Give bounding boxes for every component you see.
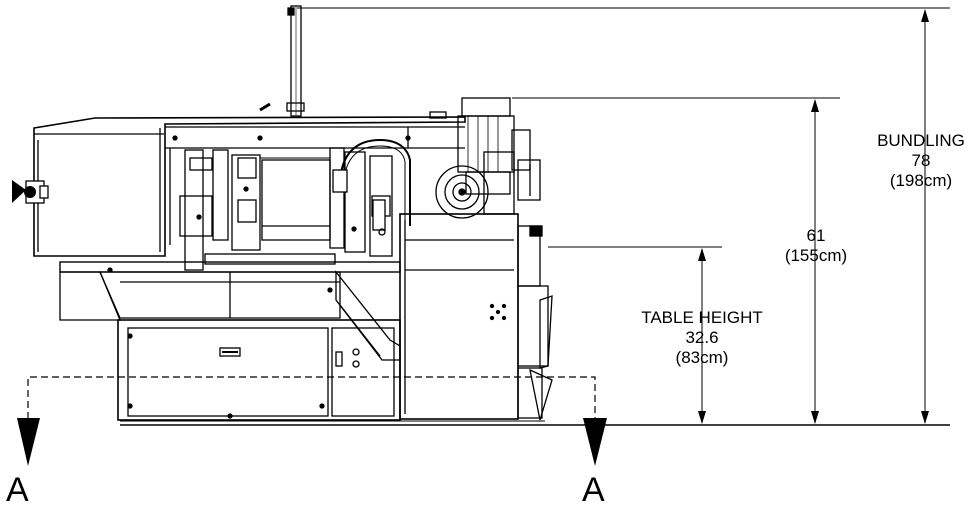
bundling-label: BUNDLING xyxy=(877,131,965,150)
overall-height-metric: (155cm) xyxy=(784,246,848,265)
overall-height-value: 61 xyxy=(806,226,826,245)
tension-handle xyxy=(12,180,49,204)
bundling-value: 78 xyxy=(911,151,931,170)
bundling-post xyxy=(286,5,305,117)
bundling-metric: (198cm) xyxy=(889,171,953,190)
table-height-dimension xyxy=(548,246,722,424)
blade-guide-assembly xyxy=(179,147,393,271)
cable-loop xyxy=(332,138,411,236)
section-marker-right: A xyxy=(582,471,605,509)
table-height-label: TABLE HEIGHT xyxy=(641,308,763,327)
gearbox-column xyxy=(399,213,553,421)
overall-height-dimension xyxy=(512,97,840,424)
work-table xyxy=(59,253,401,361)
section-line xyxy=(17,376,607,466)
table-height-metric: (83cm) xyxy=(675,348,729,367)
floor-line xyxy=(120,420,950,426)
section-marker-left: A xyxy=(6,471,29,509)
bundling-dimension xyxy=(297,7,950,424)
base-cabinet xyxy=(117,319,401,421)
drive-motor xyxy=(435,97,541,219)
table-height-value: 32.6 xyxy=(685,328,719,347)
